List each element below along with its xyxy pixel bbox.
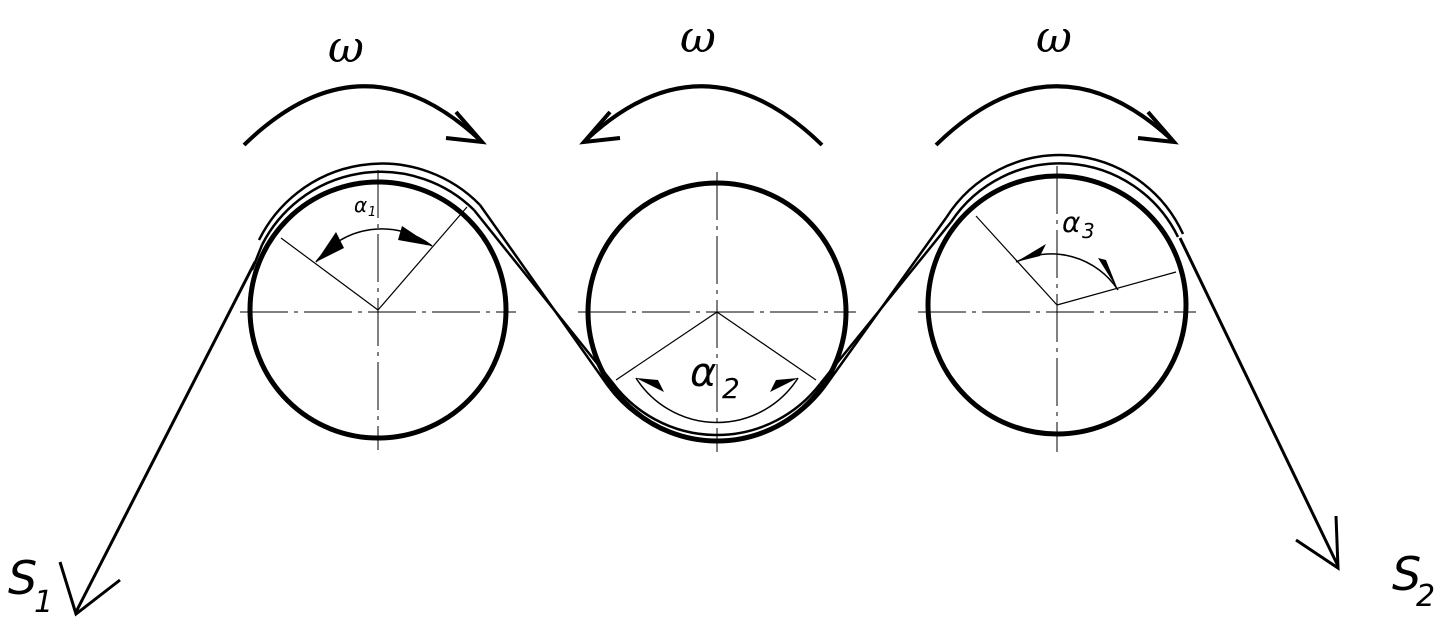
tension-arrow-s2 [1178, 237, 1340, 571]
s2-index: 2 [1416, 579, 1435, 614]
alpha1-symbol: α [354, 193, 367, 217]
alpha1-index: 1 [368, 205, 376, 220]
roller-left [247, 179, 509, 441]
rotation-arrow-right [934, 84, 1179, 147]
roller-right [925, 173, 1189, 437]
alpha3-index: 3 [1082, 219, 1095, 243]
alpha2-index: 2 [722, 372, 740, 405]
wrap-angle-alpha3 [975, 215, 1177, 306]
omega-label-middle: ω [680, 12, 716, 63]
alpha2-symbol: α [690, 350, 716, 396]
s2-symbol: S [1392, 547, 1421, 601]
wrap-angle-alpha2 [615, 311, 817, 424]
s1-index: 1 [34, 585, 53, 620]
rotation-arrow-middle [579, 84, 824, 147]
tension-arrow-s1 [58, 261, 257, 617]
belt [250, 153, 1185, 443]
omega-label-right: ω [1036, 12, 1072, 63]
rotation-arrow-left [242, 84, 487, 147]
omega-label-left: ω [328, 22, 364, 73]
center-lines [240, 166, 1196, 452]
alpha3-symbol: α [1062, 206, 1081, 239]
s1-symbol: S [8, 551, 37, 605]
wrap-angle-alpha1 [280, 206, 468, 311]
